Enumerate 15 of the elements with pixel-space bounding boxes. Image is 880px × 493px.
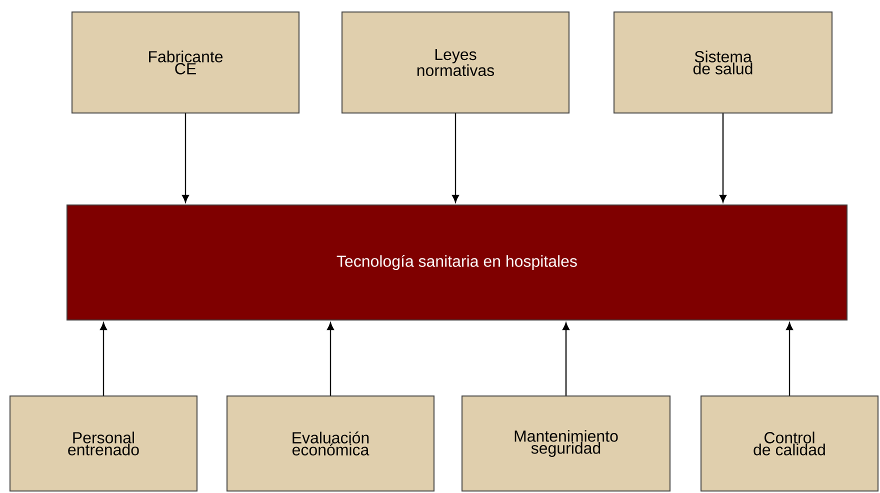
factor-box: Control de calidad: [700, 396, 878, 492]
arrow: [327, 322, 334, 396]
arrow: [100, 322, 107, 396]
factor-box: Mantenimiento seguridad: [462, 396, 670, 492]
input-box: Fabricante CE: [72, 12, 300, 114]
factor-box: Personal entrenado: [10, 396, 198, 492]
arrow: [182, 114, 189, 202]
arrow: [452, 114, 459, 202]
factor-box: Evaluación económica: [226, 396, 434, 492]
input-box: Leyes normativas: [342, 12, 570, 114]
arrow: [786, 322, 793, 396]
central-box: Tecnología sanitaria en hospitales: [66, 204, 848, 320]
input-box: Sistema de salud: [614, 12, 832, 114]
arrow: [562, 322, 570, 396]
arrow: [720, 114, 726, 202]
